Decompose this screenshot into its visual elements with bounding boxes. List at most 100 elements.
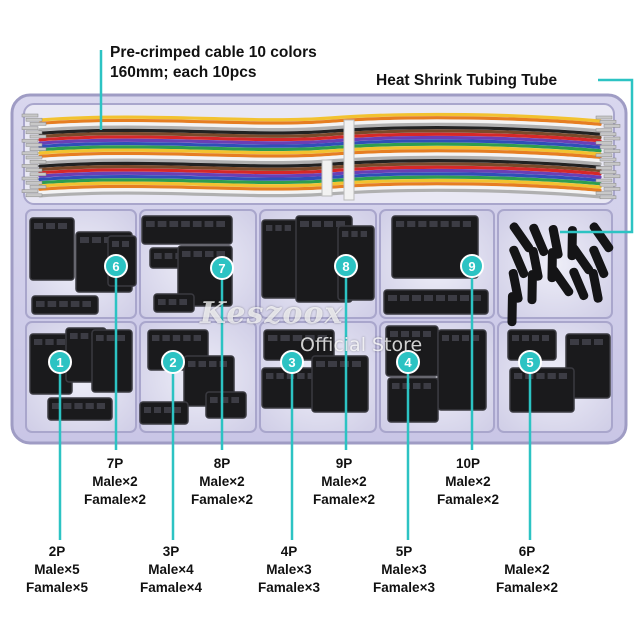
connector-slot	[209, 361, 217, 367]
crimp-terminal	[599, 195, 617, 200]
connector-slot	[462, 221, 471, 227]
crimp-terminal	[21, 138, 39, 143]
connector-slot	[204, 221, 214, 227]
connector-slot	[424, 295, 433, 301]
heat-shrink-piece	[507, 292, 517, 327]
connector-slot	[412, 295, 421, 301]
watermark-store: Official Store	[300, 334, 423, 356]
crimp-terminal	[29, 134, 47, 139]
connector-housing	[141, 215, 233, 245]
connector-slot	[164, 253, 173, 259]
connector-slot	[34, 339, 43, 345]
connector-slot	[418, 221, 427, 227]
crimp-terminal	[595, 166, 613, 170]
connector-slot	[122, 241, 129, 247]
connector-slot	[328, 361, 337, 367]
crimp-terminal	[599, 182, 617, 187]
connector-slot	[154, 253, 162, 259]
heat-shrink-piece	[549, 266, 574, 297]
connector-slot	[340, 361, 349, 367]
connector-slot	[46, 223, 55, 229]
connector-slot	[292, 335, 303, 341]
connector-slot	[179, 299, 187, 305]
connector-slot	[92, 237, 101, 243]
watermark-brand: Keszoox	[200, 296, 344, 331]
crimp-terminal	[603, 187, 621, 191]
connector-slot	[286, 373, 295, 379]
connector-slot	[352, 361, 361, 367]
connector-slot	[144, 407, 151, 413]
crimp-terminal	[21, 126, 39, 130]
crimp-terminal	[25, 130, 43, 135]
heat-shrink-piece	[527, 270, 537, 305]
crimp-terminal	[599, 132, 617, 137]
connector-slot	[268, 335, 278, 341]
connector-slot	[47, 301, 57, 307]
wire-strand	[38, 119, 602, 130]
crimp-terminal	[599, 145, 617, 149]
connector-slot	[193, 251, 202, 257]
connector-slot	[317, 335, 327, 341]
number-marker-label: 6	[112, 259, 119, 274]
connector-slot	[36, 301, 45, 307]
crimp-terminal	[595, 178, 613, 183]
connector-slot	[536, 373, 545, 379]
connector-slot	[58, 223, 67, 229]
connector-slot	[472, 295, 481, 301]
crimp-terminal	[595, 153, 613, 158]
wire-strand	[38, 152, 602, 163]
connector-slot	[56, 339, 65, 345]
connector-slot	[168, 299, 177, 305]
connector-slot	[220, 397, 229, 403]
cable-label-line1: Pre-crimped cable 10 colors	[110, 44, 317, 61]
number-marker	[210, 256, 234, 280]
connector-slot	[547, 373, 556, 379]
heat-shrink-piece	[569, 244, 594, 275]
crimp-terminal	[603, 149, 621, 153]
connector-slot	[276, 373, 284, 379]
connector-slot	[400, 295, 409, 301]
connector-housing	[205, 391, 247, 419]
crimp-terminal	[21, 151, 39, 156]
wire-strand	[38, 126, 602, 136]
connector-slot	[182, 251, 191, 257]
number-marker	[161, 350, 185, 374]
connector-slot	[582, 339, 591, 345]
heat-shrink-piece	[509, 222, 534, 253]
connector-slot	[216, 251, 225, 257]
crimp-terminal	[25, 168, 43, 172]
connector-slot	[514, 373, 523, 379]
connector-slot	[594, 339, 603, 345]
connector-slot	[162, 335, 170, 341]
connector-housing	[311, 355, 369, 413]
connector-slot	[172, 335, 181, 341]
connector-slot	[82, 301, 91, 307]
connector-slot	[74, 403, 83, 409]
connector-slot	[392, 383, 400, 389]
cable-tie	[321, 159, 333, 197]
wire-bundle	[21, 112, 621, 201]
wire-strand	[38, 142, 602, 153]
number-marker-label: 9	[468, 259, 475, 274]
number-marker	[396, 350, 420, 374]
connector-slot	[390, 331, 398, 337]
wire-strand	[38, 122, 602, 133]
heat-shrink-piece	[509, 245, 529, 279]
connector-slot	[452, 335, 459, 341]
connector-slot	[205, 251, 214, 257]
wire-strand	[38, 132, 602, 143]
connector-slot	[336, 221, 345, 227]
crimp-terminal	[595, 191, 613, 195]
number-marker	[518, 350, 542, 374]
connector-housing	[565, 333, 611, 399]
connector-slot	[570, 339, 579, 345]
crimp-terminal	[25, 143, 43, 147]
heat-shrink-piece	[589, 245, 609, 279]
connector-housing	[91, 329, 133, 393]
